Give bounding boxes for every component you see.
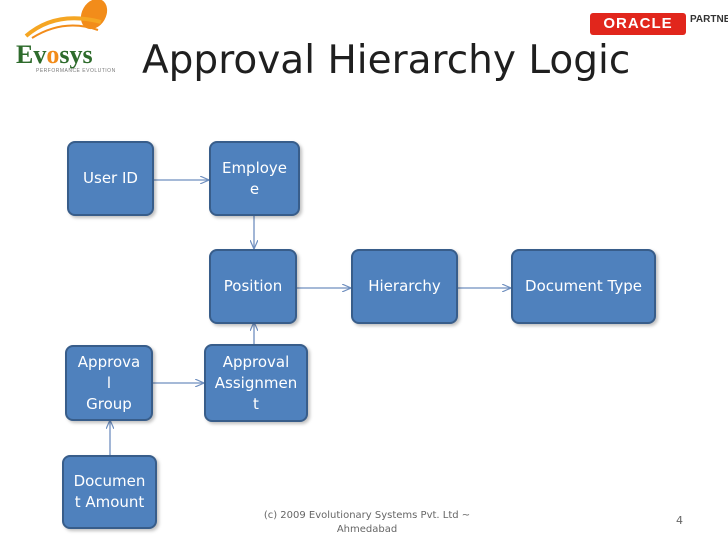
node-document-type: Document Type: [511, 249, 656, 324]
logo-mid: o: [46, 40, 60, 69]
node-document-amount-label: Documen t Amount: [73, 472, 146, 511]
node-position: Position: [209, 249, 297, 324]
node-document-amount: Documen t Amount: [62, 455, 157, 529]
node-document-type-label: Document Type: [525, 277, 642, 295]
oracle-logo: ORACLE: [590, 13, 686, 35]
node-approval-assignment-label: Approval Assignmen t: [214, 352, 298, 413]
partner-label: PARTNER: [690, 14, 728, 25]
logo-suffix: sys: [59, 40, 93, 69]
node-approval-group: Approva l Group: [65, 345, 153, 421]
node-employee-label: Employe e: [221, 158, 288, 198]
node-user-id-label: User ID: [83, 169, 138, 187]
node-employee: Employe e: [209, 141, 300, 216]
node-position-label: Position: [223, 277, 283, 295]
logo-prefix: Ev: [16, 40, 47, 69]
node-approval-assignment: Approval Assignmen t: [204, 344, 308, 422]
node-hierarchy-label: Hierarchy: [368, 277, 441, 295]
node-approval-group-label: Approva l Group: [77, 352, 141, 413]
footer-copyright: (c) 2009 Evolutionary Systems Pvt. Ltd ~…: [263, 510, 471, 535]
logo-wordmark: Evosys: [16, 40, 93, 70]
logo-tagline: PERFORMANCE EVOLUTION: [36, 68, 116, 74]
evosys-swirl-icon: [24, 0, 108, 39]
slide-title: Approval Hierarchy Logic: [142, 38, 631, 83]
node-hierarchy: Hierarchy: [351, 249, 458, 324]
evosys-logo: Evosys PERFORMANCE EVOLUTION: [6, 0, 116, 92]
page-number: 4: [676, 514, 683, 527]
node-user-id: User ID: [67, 141, 154, 216]
